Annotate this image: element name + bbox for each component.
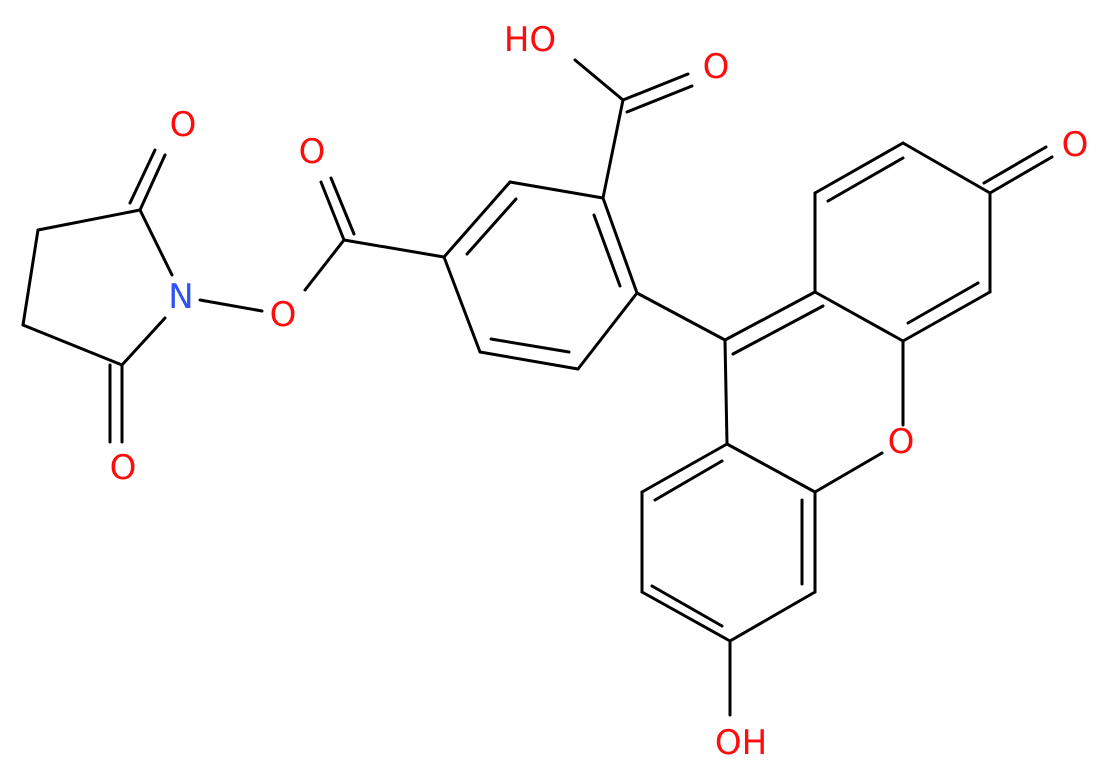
bond: [826, 156, 905, 203]
bond: [138, 208, 174, 277]
bond: [592, 213, 622, 288]
bond: [601, 98, 625, 200]
bond: [576, 291, 639, 371]
bond: [508, 180, 605, 200]
bond: [489, 337, 571, 354]
bond: [329, 176, 356, 236]
bond: [319, 180, 346, 242]
bond: [465, 197, 518, 256]
bond: [813, 141, 905, 195]
bond: [635, 291, 727, 342]
bond: [198, 298, 264, 313]
bond: [731, 304, 825, 356]
bond: [442, 255, 482, 354]
bond: [813, 290, 905, 343]
atom-oxygen: O: [270, 295, 297, 335]
bond: [723, 338, 729, 446]
bond: [442, 180, 512, 259]
bond: [653, 459, 724, 502]
bonds: [21, 58, 1054, 717]
bond: [36, 208, 142, 232]
bond: [901, 141, 992, 195]
bond: [21, 228, 40, 327]
bond: [601, 196, 639, 295]
bond: [21, 323, 124, 367]
atom-hydroxyl: HO: [504, 20, 556, 60]
bond: [128, 148, 157, 205]
bond: [478, 350, 580, 371]
atom-oxygen: O: [1062, 125, 1089, 165]
atom-oxygen: O: [299, 132, 326, 172]
bond: [625, 84, 694, 114]
bond: [303, 238, 346, 292]
bond: [901, 290, 992, 343]
bond: [728, 590, 817, 643]
bond: [640, 442, 729, 494]
atom-ring-oxygen: O: [888, 422, 915, 462]
bond: [723, 290, 817, 342]
bond: [342, 238, 446, 259]
atom-oxygen: O: [170, 105, 197, 145]
atom-oxygen: O: [703, 47, 730, 87]
bond: [988, 155, 1054, 195]
bond: [906, 281, 980, 325]
bond: [621, 72, 690, 102]
bond: [138, 153, 167, 212]
atom-nitrogen: N: [168, 277, 193, 317]
bond: [813, 451, 884, 494]
atom-hydroxyl: OH: [715, 723, 767, 763]
bond: [982, 145, 1048, 185]
bond: [640, 590, 732, 643]
bond: [573, 58, 625, 102]
atom-oxygen: O: [110, 448, 137, 488]
bond: [120, 316, 167, 367]
bond: [725, 442, 817, 494]
bond: [650, 584, 724, 628]
atom-labels: O O N O O HO O O O OH: [110, 20, 1089, 763]
